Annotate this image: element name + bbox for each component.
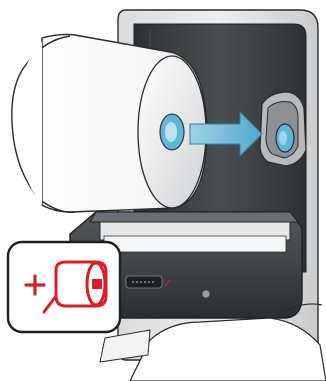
sensor-icon	[202, 290, 210, 298]
spindle-holder-icon	[260, 92, 306, 166]
paper-roll-icon	[12, 34, 207, 212]
refill-indicator-icon	[8, 242, 120, 332]
